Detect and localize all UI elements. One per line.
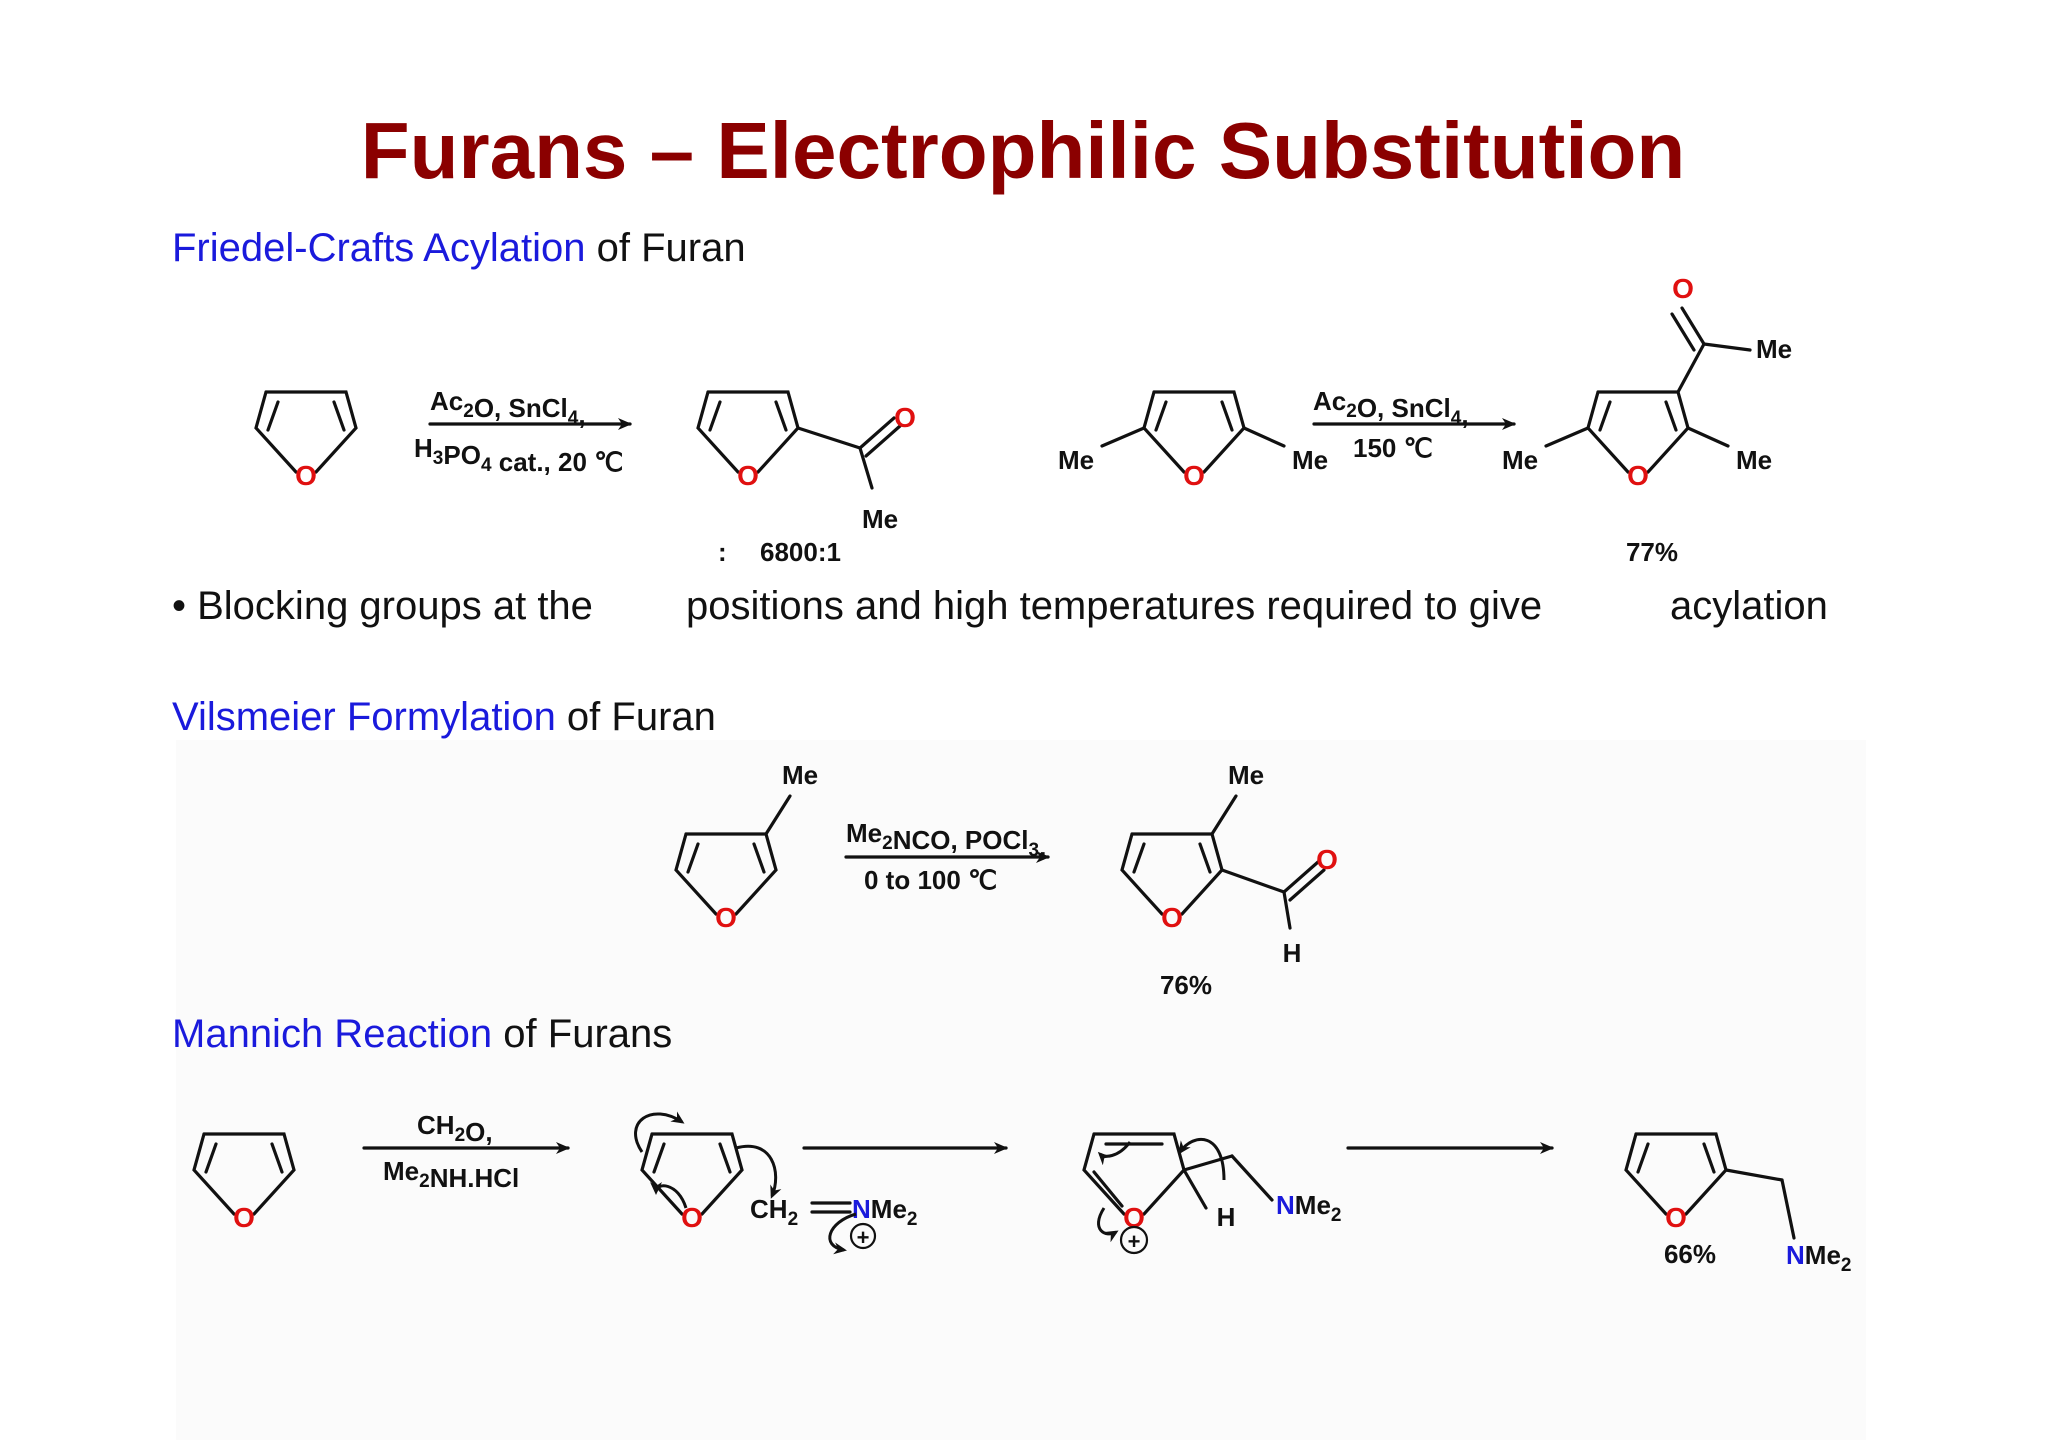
svg-text:Me: Me	[1228, 760, 1264, 790]
svg-text:Me: Me	[1058, 445, 1094, 475]
bullet-blocking-groups: • Blocking groups at the	[172, 584, 593, 628]
svg-text:O: O	[1161, 902, 1183, 933]
plus-charge-iminium	[849, 1222, 877, 1250]
plus-sign-iminium: +	[857, 1225, 870, 1250]
plus-sign-oxonium: +	[1128, 1229, 1141, 1254]
bullet-middle-text: positions and high temperatures required…	[686, 584, 1542, 628]
furan-reactant-1: O	[254, 390, 358, 491]
svg-text:O: O	[233, 1202, 255, 1233]
reagent-1-line-2: H3PO4 cat., 20 ℃	[414, 433, 623, 477]
furan-3-methyl: O Me	[674, 760, 818, 933]
furan-2-5-dimethyl: O Me Me	[1058, 390, 1328, 491]
product-3-acetyl-dimethylfuran: O Me Me O Me	[1502, 273, 1792, 491]
svg-text:O: O	[1665, 1202, 1687, 1233]
ratio-colon: :	[718, 537, 727, 567]
svg-text:O: O	[1672, 273, 1694, 304]
curly-arrow-iminium	[828, 1212, 857, 1255]
selectivity-ratio: 6800:1	[760, 537, 841, 567]
product-3-methyl-2-furaldehyde: O Me O H	[1120, 760, 1338, 968]
bullet-end-text: acylation	[1670, 584, 1828, 628]
intermediate-oxonium: O	[1082, 1132, 1274, 1243]
intermediate-furan-attack: O	[634, 1111, 782, 1233]
svg-text:O: O	[715, 902, 737, 933]
svg-text:O: O	[737, 460, 759, 491]
svg-text:Me: Me	[1502, 445, 1538, 475]
plus-charge-oxonium	[1119, 1225, 1149, 1255]
svg-text:Me: Me	[782, 760, 818, 790]
svg-text:O: O	[1316, 844, 1338, 875]
reagent-4-line-1: CH2O,	[417, 1110, 493, 1147]
furan-reactant-mannich: O	[192, 1132, 296, 1233]
svg-text:O: O	[894, 402, 916, 433]
section-heading-vilsmeier: Vilsmeier Formylation of Furan	[172, 695, 716, 739]
reagent-2-line-1: Ac2O, SnCl4,	[1313, 386, 1469, 430]
section-heading-mannich: Mannich Reaction of Furans	[172, 1012, 672, 1056]
svg-text:Me: Me	[1736, 445, 1772, 475]
svg-text:Me: Me	[1292, 445, 1328, 475]
svg-text:O: O	[295, 460, 317, 491]
product-mannich-furfurylamine: O	[1624, 1132, 1796, 1240]
svg-text:O: O	[1183, 460, 1205, 491]
reagent-2-line-2: 150 ℃	[1353, 433, 1433, 463]
reagent-1-line-1: Ac2O, SnCl4,	[430, 386, 586, 430]
svg-text:O: O	[1627, 460, 1649, 491]
page-title: Furans – Electrophilic Substitution	[361, 106, 1686, 195]
reagent-3-line-2: 0 to 100 ℃	[864, 865, 997, 895]
yield-acylation: 77%	[1626, 537, 1678, 567]
svg-text:H: H	[1283, 938, 1302, 968]
reagent-4-line-2: Me2NH.HCl	[383, 1156, 519, 1193]
h-label-oxonium: H	[1217, 1202, 1236, 1232]
svg-text:Me: Me	[1756, 334, 1792, 364]
svg-text:O: O	[681, 1202, 703, 1233]
yield-mannich: 66%	[1664, 1239, 1716, 1269]
svg-text:Me: Me	[862, 504, 898, 534]
section-heading-friedel-crafts: Friedel-Crafts Acylation of Furan	[172, 226, 746, 270]
svg-text:O: O	[1123, 1202, 1145, 1233]
yield-formylation: 76%	[1160, 970, 1212, 1000]
reagent-3-line-1: Me2NCO, POCl3,	[846, 818, 1046, 862]
product-2-acetylfuran: O O Me	[696, 390, 916, 534]
